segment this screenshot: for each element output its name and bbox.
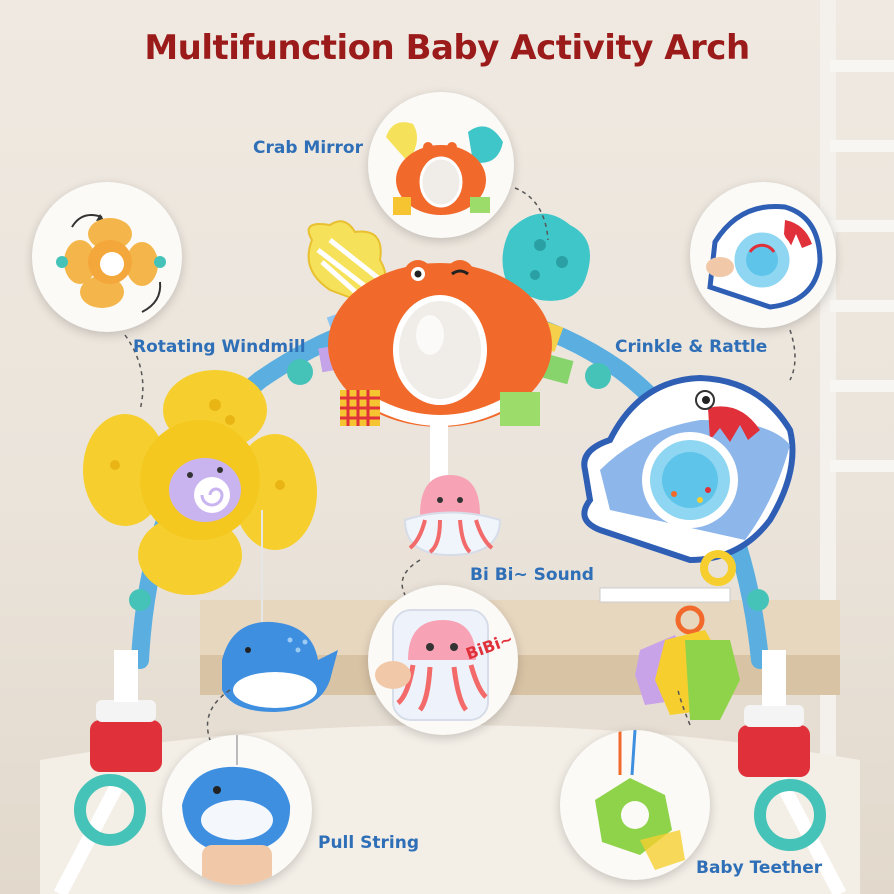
shark-rattle-toy (581, 374, 796, 586)
label-baby-teether: Baby Teether (696, 858, 823, 878)
label-bibi-sound: Bi Bi~ Sound (470, 565, 594, 585)
label-crinkle-rattle: Crinkle & Rattle (615, 337, 768, 357)
left-clamp (90, 720, 162, 772)
windmill-bubble (32, 182, 182, 332)
arch-joint (287, 359, 313, 385)
crab-mirror-bubble (368, 92, 514, 238)
bibi-sound-bubble: BiBi~ (368, 585, 518, 735)
windmill-toy (83, 370, 317, 630)
label-rotating-windmill: Rotating Windmill (133, 337, 306, 357)
crinkle-rattle-bubble (690, 182, 836, 328)
pull-string-bubble (162, 735, 312, 885)
page-title: Multifunction Baby Activity Arch (144, 28, 750, 68)
jellyfish-toy (403, 475, 502, 557)
baby-teether-bubble (560, 730, 710, 880)
right-clamp (738, 725, 810, 777)
teether-keys (635, 605, 740, 720)
label-crab-mirror: Crab Mirror (253, 138, 363, 158)
label-pull-string: Pull String (318, 833, 419, 853)
whale-toy (222, 621, 338, 712)
crab-mirror-toy (307, 213, 590, 485)
arch-joint (585, 363, 611, 389)
